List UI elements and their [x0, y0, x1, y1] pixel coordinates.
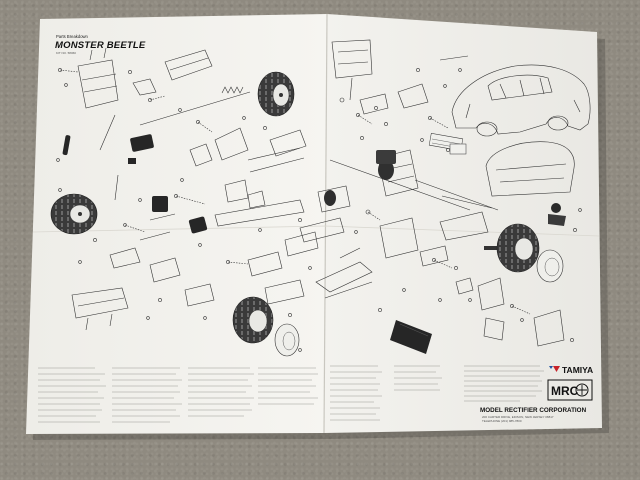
sheet-right-half — [324, 14, 602, 433]
distributor-phone: TELEPHONE (201) 985-7800 — [482, 419, 522, 423]
left-exploded-diagram — [56, 47, 319, 352]
tamiya-logo: TAMIYA — [549, 365, 593, 375]
tire-top-center — [257, 71, 295, 117]
parts-list-right — [330, 365, 544, 421]
tamiya-wordmark: TAMIYA — [562, 365, 593, 375]
tire-bottom-center — [232, 296, 300, 357]
black-parts-left — [62, 134, 208, 234]
distributor-name: MODEL RECTIFIER CORPORATION — [480, 407, 587, 414]
sheet-kicker: Parts Breakdown — [56, 34, 89, 39]
parts-list-left — [38, 367, 318, 423]
tire-right — [496, 223, 564, 283]
sheet-title: MONSTER BEETLE — [55, 40, 146, 51]
mrc-logo: MRC — [547, 379, 593, 401]
kit-number: KIT NO. 58060 — [56, 51, 76, 55]
mrc-wordmark: MRC — [551, 384, 579, 398]
distributor-address: 200 CARTER DRIVE, EDISON, NEW JERSEY 088… — [482, 415, 554, 419]
decal-cards — [428, 133, 467, 155]
center-fold — [323, 13, 328, 434]
right-exploded-diagram — [299, 39, 591, 347]
black-parts-right — [324, 150, 566, 354]
tire-left — [50, 193, 98, 235]
